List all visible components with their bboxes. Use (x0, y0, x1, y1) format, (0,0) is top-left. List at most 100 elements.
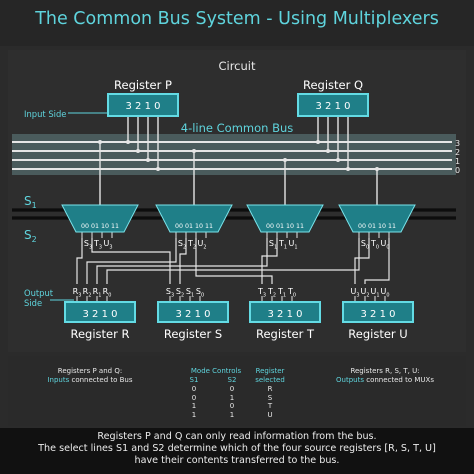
legend-s2-header: S2 (227, 376, 237, 384)
subscript: 1 (284, 244, 287, 250)
subscript: 2 (88, 292, 91, 298)
junction-dot (146, 158, 150, 162)
register-pin-label: U1 (370, 287, 379, 298)
legend-pq-title: Registers P and Q: (57, 367, 123, 375)
mux-input-label: S0 (361, 239, 369, 250)
junction-dot (326, 149, 330, 153)
mux-body (61, 204, 139, 233)
legend-mode-title: Mode Controls (190, 367, 242, 375)
register-pin-label: T0 (287, 287, 296, 298)
register-pin-label: R0 (103, 287, 112, 298)
subscript: 3 (78, 292, 81, 298)
subscript: 2 (366, 292, 369, 298)
register-pin-label: S1 (186, 287, 194, 298)
register-to-mux-wire (179, 238, 187, 284)
bus-line-number: 1 (455, 157, 460, 166)
register-to-mux-wire (364, 238, 390, 284)
subscript: 1 (283, 292, 286, 298)
mux-input-label: S3 (84, 239, 92, 250)
register-pin-label: S2 (176, 287, 184, 298)
page-title: The Common Bus System - Using Multiplexe… (35, 9, 439, 29)
register-name: Register S (164, 327, 222, 341)
register-to-mux-wire (354, 238, 370, 284)
register-pin-label: T3 (257, 287, 266, 298)
register-pin-label: T2 (267, 287, 276, 298)
input-side-label: Input Side (24, 109, 66, 119)
register-name: Register R (71, 327, 130, 341)
register-box (297, 93, 369, 117)
junction-dot (316, 140, 320, 144)
register-to-mux-wire (106, 238, 360, 284)
legend-s1-header: S1 (189, 376, 199, 384)
register-pin-label: T1 (277, 287, 286, 298)
summary-note-line: Registers P and Q can only read informat… (97, 431, 377, 442)
subscript: 0 (108, 292, 111, 298)
bus-label: 4-line Common Bus (181, 121, 294, 135)
mux-input-label: U0 (380, 239, 389, 250)
register-to-mux-wire (261, 238, 278, 284)
register-pin-label: U3 (350, 287, 359, 298)
register-name: Register P (114, 78, 172, 92)
mux-input-label: T1 (278, 239, 287, 250)
register-bits: 3 2 1 0 (316, 101, 351, 112)
register-pin-label: S3 (166, 287, 174, 298)
subscript: 3 (263, 292, 266, 298)
subscript: 0 (386, 244, 389, 250)
register-pin-label: U0 (380, 287, 389, 298)
subscript: 3 (99, 244, 102, 250)
junction-dot (136, 149, 140, 153)
junction-dot (126, 140, 130, 144)
subscript: 2 (273, 292, 276, 298)
mux-input-label: S1 (269, 239, 277, 250)
register-to-mux-wire (91, 238, 171, 284)
bus-line-number: 0 (455, 166, 460, 175)
mux-body (155, 204, 233, 233)
subscript: 2 (181, 292, 184, 298)
subscript: 3 (109, 244, 112, 250)
select-line-s2-label: S2 (24, 228, 37, 244)
mux-code: 00 01 10 11 (358, 223, 396, 230)
subscript: 1 (376, 292, 379, 298)
junction-dot (98, 140, 102, 144)
junction-dot (375, 167, 379, 171)
register-box (64, 301, 136, 323)
subscript: 3 (171, 292, 174, 298)
mux-code: 00 01 10 11 (266, 223, 304, 230)
select-line-s1-label: S1 (24, 194, 37, 210)
legend-panel (8, 356, 466, 426)
register-p: Register P3 2 1 0 (107, 78, 179, 117)
subscript: 0 (386, 292, 389, 298)
junction-dot (156, 167, 160, 171)
register-to-mux-wire (195, 238, 273, 284)
note-panel (0, 428, 474, 474)
subscript: 0 (366, 244, 369, 250)
register-name: Register U (348, 327, 407, 341)
register-to-mux-wire (96, 238, 268, 284)
subscript: 2 (193, 244, 196, 250)
wires (76, 116, 390, 302)
mux-input-label: U1 (288, 239, 297, 250)
register-pin-label: S0 (196, 287, 204, 298)
mux-input-label: U3 (103, 239, 112, 250)
subscript: 2 (183, 244, 186, 250)
mux-body (338, 204, 416, 233)
legend-pq-desc: Inputs connected to Bus (47, 376, 133, 384)
register-box (157, 301, 229, 323)
subscript: 2 (203, 244, 206, 250)
register-pin-label: R3 (73, 287, 82, 298)
subscript: 3 (89, 244, 92, 250)
register-bits: 3 2 1 0 (83, 309, 118, 320)
junction-dot (346, 167, 350, 171)
subscript: 0 (201, 292, 204, 298)
subscript: 1 (294, 244, 297, 250)
